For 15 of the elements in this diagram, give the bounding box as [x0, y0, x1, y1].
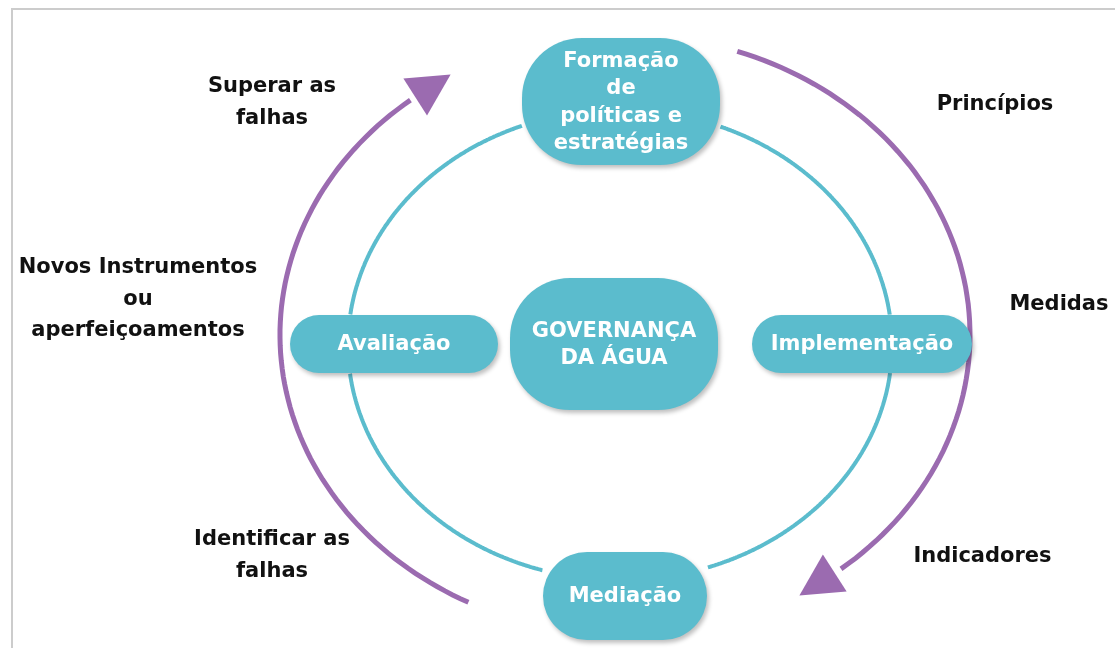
process-box: Formação de políticas e estratégias [522, 38, 720, 165]
cycle-label: Medidas [1008, 290, 1110, 317]
cycle-label: Superar as falhas [206, 72, 338, 131]
process-box: Implementação [752, 315, 972, 373]
ring-connector [348, 372, 544, 573]
cycle-label: Novos Instrumentos ou aperfeiçoamentos [18, 253, 258, 343]
cycle-label: Identificar as falhas [193, 525, 351, 584]
process-box: Mediação [543, 552, 707, 640]
cycle-label: Indicadores [912, 542, 1053, 569]
ring-connector [719, 124, 892, 316]
ring-connector [706, 372, 892, 570]
cycle-label: Princípios [935, 90, 1055, 117]
ring-connector [348, 123, 523, 316]
process-box: Avaliação [290, 315, 498, 373]
center-box: GOVERNANÇA DA ÁGUA [510, 278, 718, 410]
